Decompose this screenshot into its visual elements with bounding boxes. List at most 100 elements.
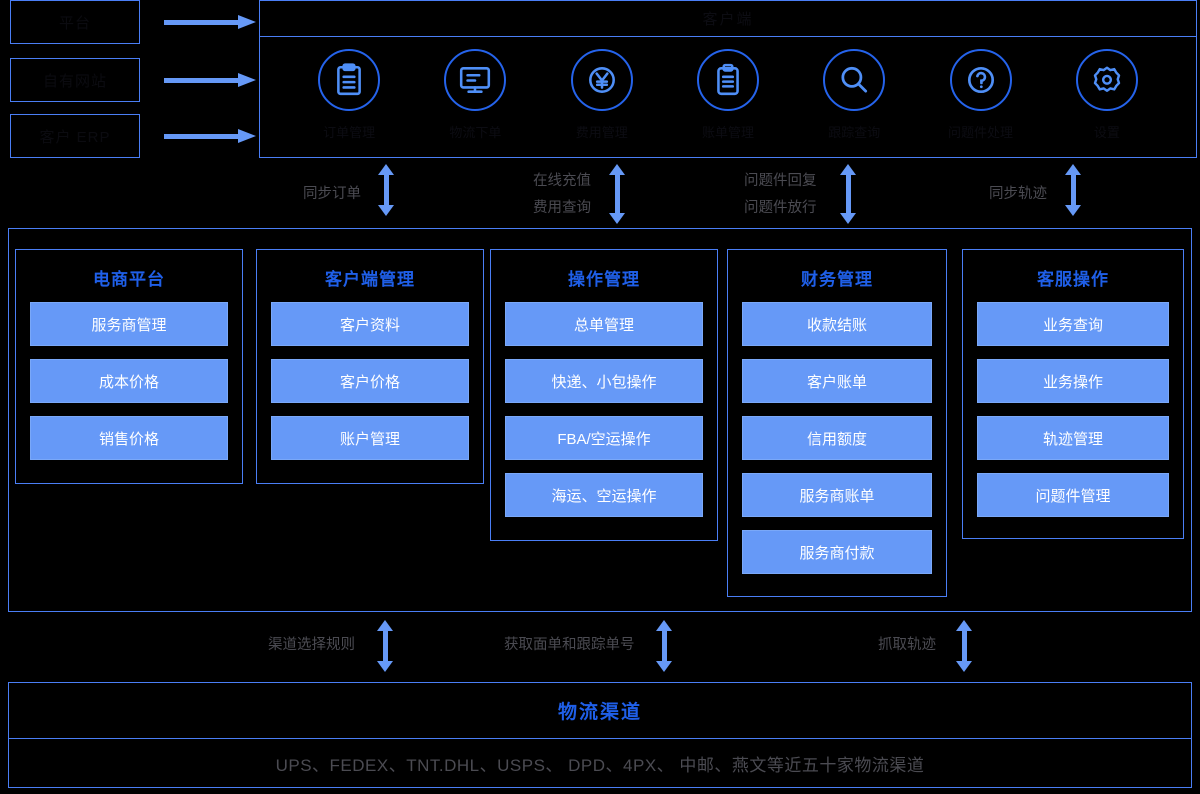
arrow-shaft [164,78,240,83]
gear-icon [1075,49,1138,111]
arrow-head-down [609,213,625,224]
question-icon [949,49,1012,111]
portal-item-fee-management[interactable]: 费用管理 [547,49,657,141]
source-box-label: 客户 ERP [39,128,111,146]
column-item-credit-limit[interactable]: 信用额度 [742,416,932,460]
column-item-customer-bill[interactable]: 客户账单 [742,359,932,403]
column-ecommerce-platform: 电商平台 服务商管理 成本价格 销售价格 [15,249,243,484]
arrow-head-down [377,661,393,672]
portal-item-issue-handling[interactable]: 问题件处理 [926,49,1036,141]
arrow-head-up [377,620,393,631]
arrow-head-down [1065,205,1081,216]
source-box-erp[interactable]: 客户 ERP [10,114,140,158]
arrow-head [238,15,256,29]
arrow-right-icon [164,15,256,29]
column-item-tracking-management[interactable]: 轨迹管理 [977,416,1169,460]
column-title: 电商平台 [93,270,165,289]
arrow-shaft [1070,173,1076,207]
source-box-website[interactable]: 自有网站 [10,58,140,102]
arrow-head-up [956,620,972,631]
arrow-shaft [661,629,667,663]
column-item-sea-air-operation[interactable]: 海运、空运操作 [505,473,703,517]
double-arrow-icon [656,620,672,672]
logistics-channel-panel: 物流渠道 UPS、FEDEX、TNT.DHL、USPS、 DPD、4PX、 中邮… [8,682,1192,788]
portal-item-label: 问题件处理 [948,125,1014,140]
flow-label-online-recharge: 在线充值 [533,173,591,189]
source-box-label: 平台 [58,14,91,32]
arrow-shaft [383,173,389,207]
management-system-panel: 电商平台 服务商管理 成本价格 销售价格 客户端管理 客户资料 客户价格 账户管… [8,228,1192,612]
logistics-body: UPS、FEDEX、TNT.DHL、USPS、 DPD、4PX、 中邮、燕文等近… [9,739,1191,787]
portal-item-tracking-query[interactable]: 跟踪查询 [799,49,909,141]
portal-item-label: 物流下单 [449,125,502,140]
arrow-shaft [961,629,967,663]
document-icon [318,49,381,111]
column-item-account-management[interactable]: 账户管理 [271,416,469,460]
column-item-master-order-management[interactable]: 总单管理 [505,302,703,346]
column-title: 财务管理 [801,270,873,289]
arrow-head-down [956,661,972,672]
portal-title-bar: 客户端 [260,1,1196,37]
clipboard-icon [696,49,759,111]
arrow-shaft [382,629,388,663]
double-arrow-icon [1065,164,1081,216]
portal-item-label: 设置 [1093,125,1120,140]
column-item-sales-price[interactable]: 销售价格 [30,416,228,460]
flow-label-get-label-and-tracking-no: 获取面单和跟踪单号 [504,637,635,653]
portal-item-label: 订单管理 [323,125,376,140]
arrow-shaft [614,173,620,215]
arrow-right-icon [164,73,256,87]
double-arrow-icon [378,164,394,216]
column-item-provider-payment[interactable]: 服务商付款 [742,530,932,574]
arrow-shaft [164,20,240,25]
double-arrow-icon [609,164,625,224]
source-box-label: 自有网站 [42,72,107,90]
logistics-title-bar: 物流渠道 [9,683,1191,739]
column-item-provider-bill[interactable]: 服务商账单 [742,473,932,517]
arrow-head-down [656,661,672,672]
column-item-customer-profile[interactable]: 客户资料 [271,302,469,346]
flow-label-channel-rule: 渠道选择规则 [268,637,355,653]
column-item-fba-air-operation[interactable]: FBA/空运操作 [505,416,703,460]
arrow-head-down [378,205,394,216]
portal-item-order-management[interactable]: 订单管理 [294,49,404,141]
column-item-customer-price[interactable]: 客户价格 [271,359,469,403]
portal-item-bill-management[interactable]: 账单管理 [673,49,783,141]
flow-label-fee-query: 费用查询 [533,200,591,216]
column-item-issue-management[interactable]: 问题件管理 [977,473,1169,517]
column-title: 客服操作 [1037,270,1109,289]
portal-icon-row: 订单管理 物流下单 [260,37,1196,157]
column-customer-service-operation: 客服操作 业务查询 业务操作 轨迹管理 问题件管理 [962,249,1184,539]
source-box-platform[interactable]: 平台 [10,0,140,44]
column-client-management: 客户端管理 客户资料 客户价格 账户管理 [256,249,484,484]
column-item-express-parcel-operation[interactable]: 快递、小包操作 [505,359,703,403]
arrow-right-icon [164,129,256,143]
logistics-title: 物流渠道 [557,702,642,723]
arrow-head-up [378,164,394,175]
portal-title: 客户端 [702,11,754,28]
arrow-head-down [840,213,856,224]
portal-item-logistics-order[interactable]: 物流下单 [420,49,530,141]
arrow-head [238,129,256,143]
monitor-icon [444,49,507,111]
column-operation-management: 操作管理 总单管理 快递、小包操作 FBA/空运操作 海运、空运操作 [490,249,718,541]
column-item-cost-price[interactable]: 成本价格 [30,359,228,403]
arrow-head-up [1065,164,1081,175]
column-item-business-operation[interactable]: 业务操作 [977,359,1169,403]
column-item-service-provider-management[interactable]: 服务商管理 [30,302,228,346]
portal-item-settings[interactable]: 设置 [1052,49,1162,141]
flow-label-fetch-tracking: 抓取轨迹 [878,637,936,653]
column-finance-management: 财务管理 收款结账 客户账单 信用额度 服务商账单 服务商付款 [727,249,947,597]
flow-label-sync-tracking: 同步轨迹 [989,186,1047,202]
column-item-payment-settlement[interactable]: 收款结账 [742,302,932,346]
column-title: 操作管理 [568,270,640,289]
column-item-business-query[interactable]: 业务查询 [977,302,1169,346]
flow-label-issue-release: 问题件放行 [744,200,817,216]
arrow-head [238,73,256,87]
portal-item-label: 费用管理 [575,125,628,140]
flow-label-sync-orders: 同步订单 [303,186,361,202]
search-icon [823,49,886,111]
flow-label-issue-reply: 问题件回复 [744,173,817,189]
portal-item-label: 账单管理 [701,125,754,140]
column-title: 客户端管理 [325,270,415,289]
